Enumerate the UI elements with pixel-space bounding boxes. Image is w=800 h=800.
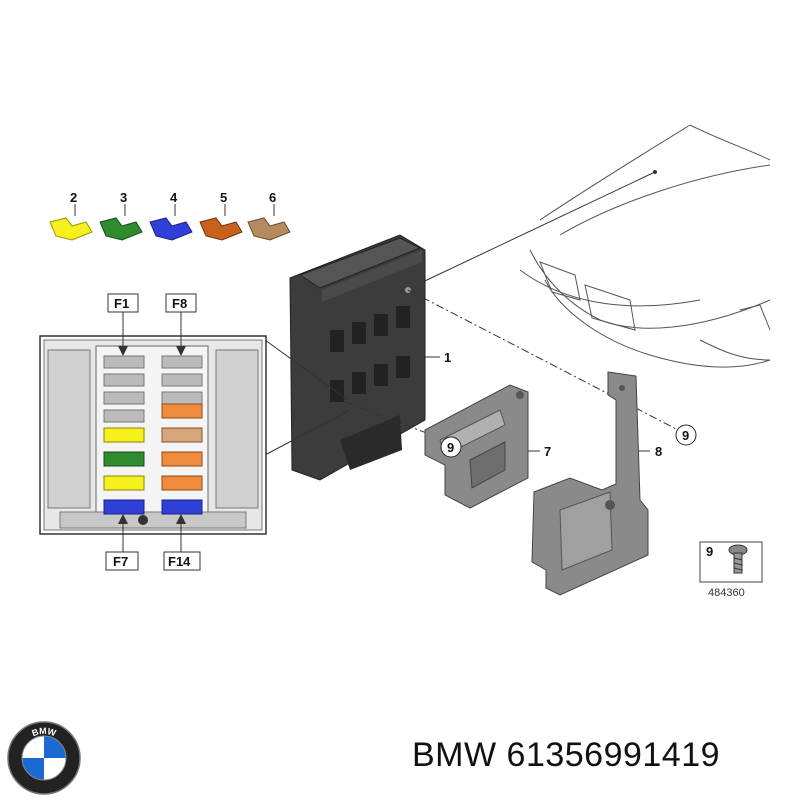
- fuse-item-6: [247, 204, 291, 241]
- callout-9-circle-a: [440, 436, 462, 458]
- callout-9-legend: 9: [706, 544, 713, 559]
- fuse-slot-yellow-2: [103, 475, 145, 491]
- callout-2: 2: [70, 190, 77, 205]
- loose-fuses: 2 3 4 5 6: [49, 190, 291, 241]
- screw-legend: 9 484360: [699, 541, 763, 599]
- bmw-logo-icon: BMW: [7, 721, 81, 795]
- fuse-slot-yellow-1: [103, 427, 145, 443]
- fuse-item-3: [99, 204, 143, 241]
- fuse-label-f8: F8: [172, 296, 187, 311]
- callout-8: 8: [655, 444, 662, 459]
- callout-1: 1: [444, 350, 451, 365]
- fuse-label-f7: F7: [113, 554, 128, 569]
- leader-car-dot: [653, 170, 657, 174]
- leader-car-module: [409, 171, 656, 289]
- svg-text:BMW: BMW: [30, 726, 57, 738]
- callout-9-circle-b: [675, 424, 697, 446]
- car-front-outline: [519, 124, 771, 368]
- fuse-box-inset: F1 F8 F7 F14: [39, 293, 351, 571]
- fuse-slot-blue-f14: [161, 499, 203, 515]
- callout-5: 5: [220, 190, 227, 205]
- legend-ref-number: 484360: [708, 587, 745, 599]
- fuse-slot-tan: [161, 427, 203, 443]
- fuse-slot-blue-f7: [103, 499, 145, 515]
- fuse-slot-orange-2: [161, 451, 203, 467]
- bracket-7: [424, 384, 529, 509]
- fuse-slot-orange-1: [161, 403, 203, 419]
- callout-3: 3: [120, 190, 127, 205]
- part-number-text: BMW 61356991419: [412, 736, 721, 774]
- fuse-slot-green: [103, 451, 145, 467]
- fuse-slot-orange-3: [161, 475, 203, 491]
- callout-4: 4: [170, 190, 178, 205]
- fuse-label-f1: F1: [114, 296, 129, 311]
- fuse-item-4: [149, 204, 193, 241]
- control-module: [289, 234, 426, 481]
- callout-9b: 9: [682, 428, 689, 443]
- screw-icon: [728, 544, 748, 574]
- callout-9a: 9: [447, 440, 454, 455]
- callout-7: 7: [544, 444, 551, 459]
- screw-axis-lower: [344, 401, 446, 441]
- callout-6: 6: [269, 190, 276, 205]
- fuse-item-2: [49, 204, 93, 241]
- bracket-8: [531, 371, 649, 596]
- fuse-label-f14: F14: [168, 554, 191, 569]
- fuse-item-5: [199, 204, 243, 241]
